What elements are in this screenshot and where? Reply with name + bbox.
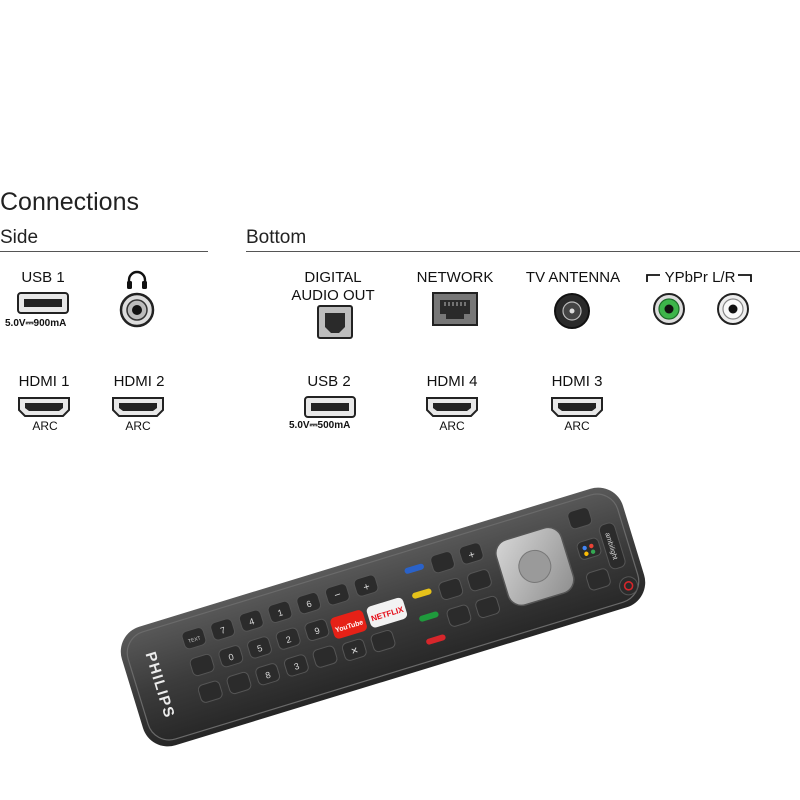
usb-port-icon	[17, 292, 69, 314]
ypbpr-bracket-left	[646, 273, 660, 283]
optical-port-icon	[317, 305, 353, 339]
remote-button[interactable]: 8	[255, 662, 281, 686]
remote-button[interactable]	[312, 645, 338, 669]
usb2-label: USB 2	[307, 373, 351, 390]
svg-text:✕: ✕	[350, 646, 360, 658]
digital-audio-label: DIGITAL AUDIO OUT	[283, 269, 383, 305]
youtube-button[interactable]: YouTube	[329, 609, 368, 640]
remote-button[interactable]: 3	[283, 654, 309, 678]
remote-bevel	[126, 493, 640, 741]
tv-antenna-label: TV ANTENNA	[525, 269, 621, 286]
svg-text:+: +	[467, 549, 477, 562]
digit-key-label: 1	[276, 607, 284, 618]
remote-button[interactable]	[197, 680, 223, 704]
back-button[interactable]	[466, 568, 492, 592]
home-button[interactable]	[370, 629, 396, 653]
source-button[interactable]	[567, 506, 593, 530]
hdmi1-arc-label: ARC	[32, 419, 58, 433]
remote-button[interactable]: 6	[296, 591, 322, 615]
digit-key-label: 9	[313, 625, 321, 636]
usb1-label: USB 1	[21, 269, 65, 286]
remote-button[interactable]: 0	[218, 644, 244, 668]
headphone-icon	[126, 270, 148, 290]
hdmi1-label: HDMI 1	[18, 373, 70, 390]
yellow-color-button[interactable]	[411, 588, 432, 600]
hdmi2-label: HDMI 2	[113, 373, 165, 390]
remote-button[interactable]	[189, 653, 215, 677]
hdmi4-label: HDMI 4	[426, 373, 478, 390]
hdmi2-arc-label: ARC	[125, 419, 151, 433]
digit-key-label: 3	[293, 661, 301, 672]
volume-down-button[interactable]: −	[324, 583, 350, 607]
usb2-spec: 5.0V⎓500mA	[289, 420, 351, 431]
remote-button[interactable]: 7	[209, 618, 236, 642]
volume-up-button[interactable]: +	[353, 574, 379, 598]
digit-key-label: 4	[248, 616, 256, 627]
power-button[interactable]	[617, 575, 639, 597]
pause-button[interactable]	[438, 577, 464, 601]
stop-button[interactable]	[446, 604, 472, 628]
hdmi4-arc-label: ARC	[439, 419, 465, 433]
digit-key-label: 0	[227, 652, 235, 663]
svg-text:−: −	[333, 589, 343, 602]
remote-button[interactable]: 5	[246, 636, 272, 660]
digit-key-label: 5	[256, 643, 264, 654]
usb-port-icon	[304, 396, 356, 418]
google-assistant-button[interactable]	[576, 537, 602, 561]
digital-audio-label-line2: AUDIO OUT	[291, 287, 375, 304]
netflix-button[interactable]: NETFLIX	[366, 597, 409, 629]
green-color-button[interactable]	[418, 611, 439, 623]
remote-button[interactable]	[226, 671, 252, 695]
green-rca-jack-icon	[652, 292, 686, 326]
dpad[interactable]	[492, 524, 577, 609]
hdmi-port-icon	[111, 396, 165, 418]
side-divider	[0, 251, 208, 252]
remote-button[interactable]: 1	[267, 600, 293, 624]
settings-button[interactable]	[585, 568, 611, 592]
digit-key-label: 6	[305, 599, 313, 610]
hdmi-port-icon	[425, 396, 479, 418]
hdmi-port-icon	[550, 396, 604, 418]
remote-button[interactable]: 2	[275, 627, 301, 651]
bottom-divider	[246, 251, 800, 252]
hdmi-port-icon	[17, 396, 71, 418]
red-color-button[interactable]	[425, 634, 446, 646]
ambilight-button[interactable]: ambilight	[598, 522, 627, 571]
blue-color-button[interactable]	[404, 563, 425, 575]
text-key-label: TEXT	[188, 635, 202, 644]
hdmi3-label: HDMI 3	[551, 373, 603, 390]
headphone-jack-icon	[119, 292, 155, 328]
remote-button[interactable]: 9	[304, 618, 330, 642]
hdmi3-arc-label: ARC	[564, 419, 590, 433]
svg-text:+: +	[362, 581, 372, 594]
digit-key-label: 7	[219, 625, 227, 636]
usb1-spec: 5.0V⎓900mA	[5, 318, 67, 329]
antenna-port-icon	[553, 292, 591, 330]
mute-button[interactable]: ✕	[341, 638, 367, 662]
channel-up-button[interactable]: +	[458, 542, 484, 566]
page-title: Connections	[0, 188, 139, 216]
play-button[interactable]	[429, 550, 455, 574]
ypbpr-label: YPbPr L/R	[664, 269, 736, 286]
ypbpr-bracket-right	[738, 273, 752, 283]
ethernet-port-icon	[432, 292, 478, 326]
remote-button[interactable]: TEXT	[181, 626, 207, 650]
section-bottom-title: Bottom	[246, 227, 307, 248]
digital-audio-label-line1: DIGITAL	[304, 269, 362, 286]
white-rca-jack-icon	[716, 292, 750, 326]
remote-button[interactable]: 4	[238, 609, 264, 633]
digit-key-label: 8	[264, 670, 272, 681]
network-label: NETWORK	[416, 269, 494, 286]
options-button[interactable]	[474, 595, 501, 619]
digit-key-label: 2	[285, 634, 293, 645]
section-side-title: Side	[0, 227, 39, 248]
